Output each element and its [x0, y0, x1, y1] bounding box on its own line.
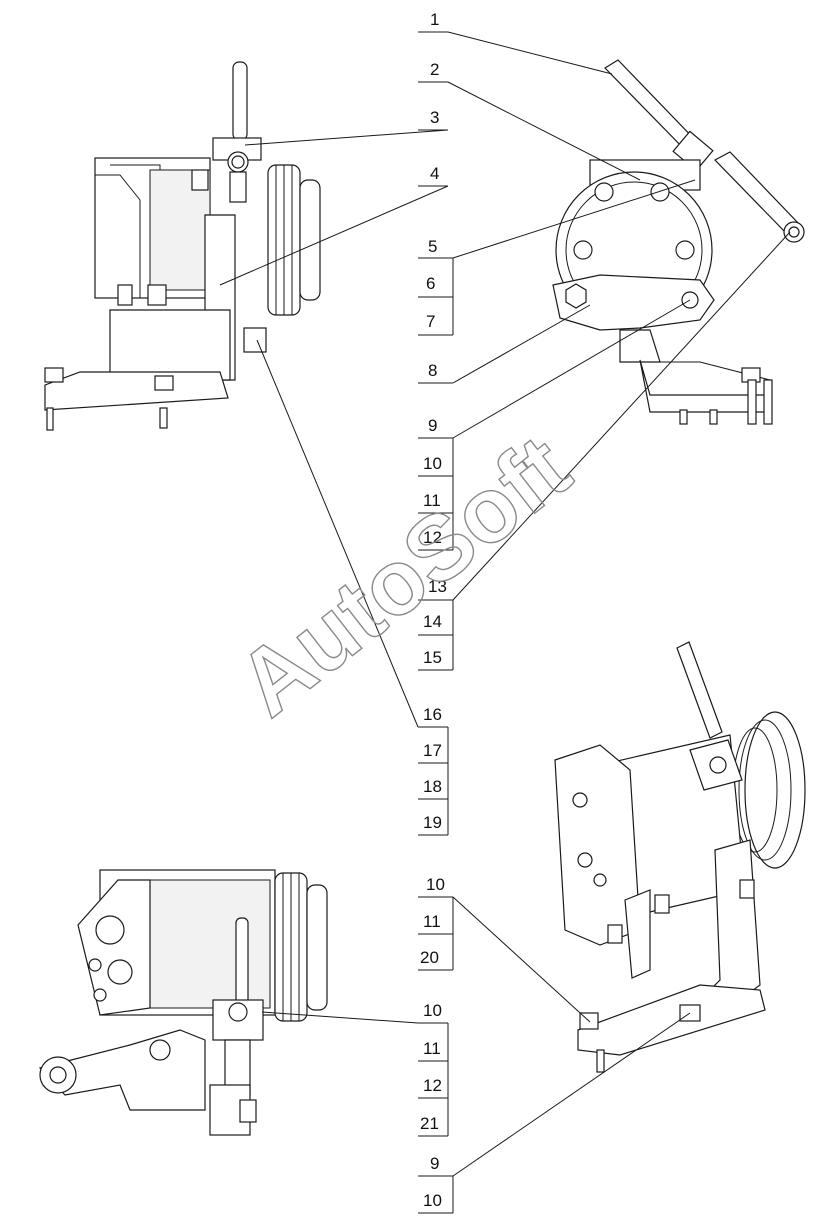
callout-16: 16: [423, 705, 442, 724]
callout-10: 10: [426, 875, 445, 894]
callout-21: 21: [420, 1114, 439, 1133]
callout-1: 1: [430, 10, 439, 29]
callout-6: 6: [426, 274, 435, 293]
callout-9: 9: [428, 416, 437, 435]
callout-14: 14: [423, 612, 442, 631]
compressor-isometric-view: [554, 641, 806, 1073]
callout-7: 7: [426, 312, 435, 331]
compressor-rear-view: [38, 869, 328, 1136]
callout-15: 15: [423, 648, 442, 667]
callout-3: 3: [430, 108, 439, 127]
callout-9: 9: [430, 1154, 439, 1173]
callout-17: 17: [423, 741, 442, 760]
callout-11: 11: [423, 1039, 441, 1058]
callout-10: 10: [423, 1001, 442, 1020]
callout-11: 11: [423, 491, 441, 510]
callout-10: 10: [423, 454, 442, 473]
callout-5: 5: [428, 237, 437, 256]
callout-numbers: 1 2 3 4 5 6 7 8 9 10 11 12 13 14 15 16 1…: [420, 10, 447, 1210]
callout-12: 12: [423, 1076, 442, 1095]
compressor-front-view: [552, 59, 805, 425]
watermark: AutoSoft: [220, 416, 589, 735]
callout-13: 13: [428, 577, 447, 596]
compressor-side-view: [44, 61, 321, 431]
callout-12: 12: [423, 528, 442, 547]
callout-8: 8: [428, 361, 437, 380]
callout-19: 19: [423, 813, 442, 832]
callout-2: 2: [430, 60, 439, 79]
callout-4: 4: [430, 164, 439, 183]
callout-10: 10: [423, 1191, 442, 1210]
callout-20: 20: [420, 948, 439, 967]
callout-18: 18: [423, 777, 442, 796]
leader-lines: [219, 31, 791, 1214]
callout-11: 11: [423, 912, 441, 931]
